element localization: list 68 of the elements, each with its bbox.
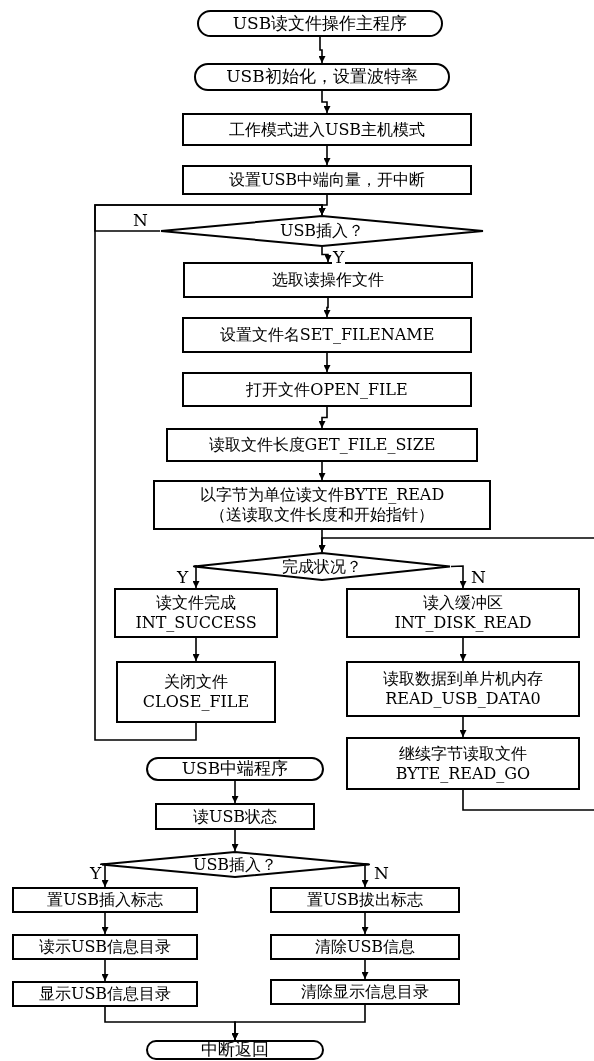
- function-name: READ_USB_DATA0: [385, 689, 541, 709]
- arrow: [361, 912, 369, 935]
- arrow: [318, 406, 328, 429]
- process-box: 读取文件长度GET_FILE_SIZE: [166, 428, 478, 462]
- process-box: [346, 661, 580, 717]
- step-text: 以字节为单位读文件BYTE_READ: [199, 485, 445, 505]
- arrow: [231, 829, 239, 852]
- arrow: [318, 461, 326, 481]
- terminal: USB初始化，设置波特率: [194, 63, 450, 91]
- edge-label: N: [373, 865, 390, 882]
- arrow: [99, 863, 109, 888]
- arrow: [192, 637, 200, 662]
- arrow: [459, 637, 467, 662]
- decision-diamond: 完成状况？: [193, 552, 451, 581]
- process-box: 设置USB中端向量，开中断: [182, 165, 472, 195]
- decision-diamond: USB插入？: [100, 851, 370, 878]
- step-text: 关闭文件: [164, 672, 228, 692]
- process-box: 打开文件OPEN_FILE: [182, 372, 472, 407]
- arrow: [323, 297, 331, 318]
- process-box: 清除显示信息目录: [270, 979, 460, 1005]
- arrow: [231, 1004, 366, 1041]
- parameter-note: （送读取文件长度和开始指针）: [210, 505, 434, 525]
- arrow: [318, 537, 594, 811]
- process-box: 清除USB信息: [270, 934, 460, 960]
- function-name: INT_DISK_READ: [394, 613, 532, 633]
- decision-diamond: USB插入？: [160, 215, 484, 247]
- step-text: 继续字节读取文件: [399, 743, 527, 764]
- arrow: [318, 36, 326, 64]
- arrow: [459, 716, 467, 738]
- process-box: 置USB拔出标志: [270, 887, 460, 913]
- arrow: [323, 145, 331, 166]
- arrow: [323, 352, 331, 373]
- step-text: 读取数据到单片机内存: [383, 669, 543, 689]
- edge-label: Y: [332, 249, 346, 266]
- terminal: 中断返回: [146, 1040, 324, 1060]
- arrow: [361, 863, 371, 888]
- process-box: 工作模式进入USB主机模式: [182, 113, 472, 146]
- process-box: 置USB插入标志: [12, 887, 198, 913]
- arrow: [361, 959, 369, 980]
- arrow: [321, 246, 332, 263]
- step-text: 读文件完成: [156, 593, 236, 613]
- process-box: 选取读操作文件: [183, 262, 473, 298]
- function-name: INT_SUCCESS: [135, 613, 257, 633]
- process-box: 读USB状态: [155, 803, 315, 830]
- arrow: [450, 565, 467, 589]
- process-box: [346, 737, 580, 790]
- arrow: [192, 565, 200, 589]
- process-box: 读示USB信息目录: [12, 934, 198, 960]
- arrow: [101, 912, 109, 935]
- process-box: [114, 588, 278, 638]
- arrow: [231, 780, 239, 804]
- edge-label: Y: [89, 865, 103, 882]
- arrow: [94, 204, 326, 741]
- step-text: 读入缓冲区: [423, 593, 503, 613]
- edge-label: N: [470, 569, 487, 586]
- process-box: [116, 661, 276, 723]
- process-box: [153, 480, 491, 530]
- process-box: 显示USB信息目录: [12, 981, 198, 1007]
- process-box: [346, 588, 580, 638]
- function-name: BYTE_READ_GO: [395, 763, 531, 784]
- terminal: USB读文件操作主程序: [197, 10, 443, 37]
- process-box: 设置文件名SET_FILENAME: [182, 317, 472, 353]
- arrow: [321, 90, 331, 114]
- arrow: [101, 959, 109, 982]
- edge-label: N: [132, 212, 149, 229]
- edge-label: Y: [176, 569, 190, 586]
- terminal: USB中端程序: [146, 757, 324, 781]
- function-name: CLOSE_FILE: [142, 692, 250, 712]
